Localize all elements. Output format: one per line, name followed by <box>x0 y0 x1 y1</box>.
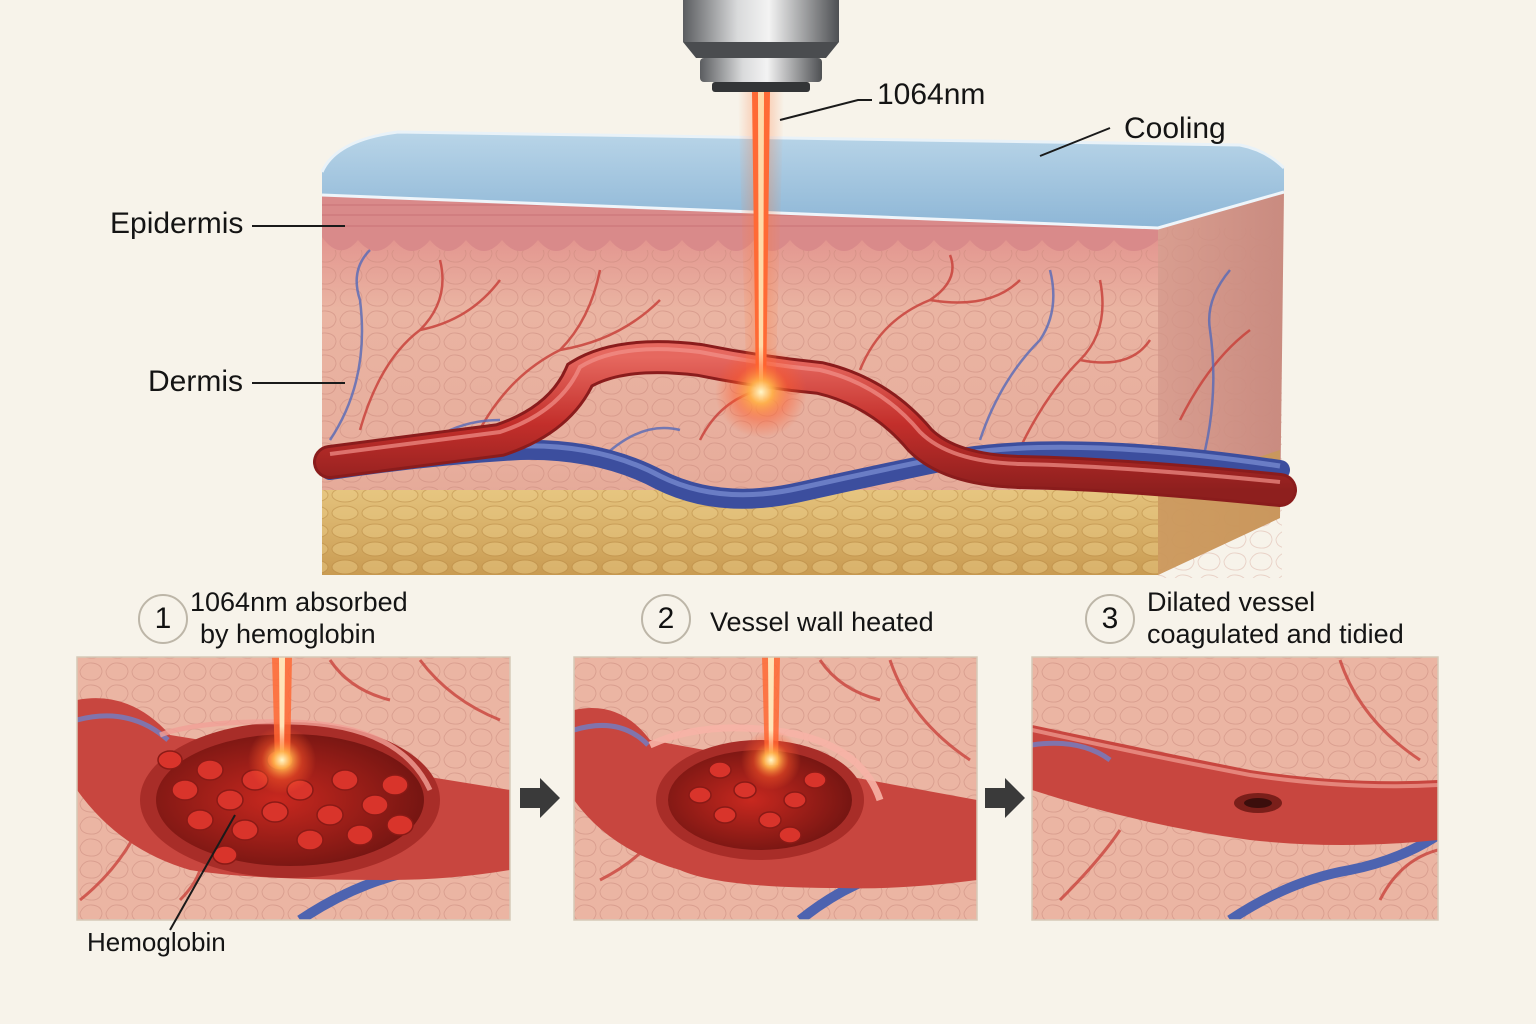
arrow-2-to-3 <box>985 778 1025 818</box>
handpiece-body <box>683 0 839 42</box>
step-1-caption-line2: by hemoglobin <box>200 619 376 649</box>
epidermis-label: Epidermis <box>110 207 244 240</box>
panel-2 <box>574 657 977 920</box>
arrow-1-to-2 <box>520 778 560 818</box>
leader-lines <box>252 99 1111 384</box>
coagulated-vessel <box>1032 725 1438 845</box>
step-3-caption-line1: Dilated vessel <box>1147 587 1316 617</box>
red-blood-cells <box>157 749 414 865</box>
cooling-label: Cooling <box>1124 112 1226 145</box>
step-3-number: 3 <box>1085 594 1135 644</box>
step-arrows <box>520 778 1025 818</box>
laser-handpiece <box>683 0 839 92</box>
hemoglobin-label: Hemoglobin <box>87 927 226 957</box>
step-1-caption-line1: 1064nm absorbed <box>190 587 408 617</box>
laser-beam <box>715 92 807 438</box>
panel-1 <box>77 657 510 920</box>
panel-3 <box>1032 657 1438 920</box>
capillaries <box>358 254 1251 471</box>
dermis-label: Dermis <box>148 365 243 398</box>
step-2-caption-line1: Vessel wall heated <box>710 607 934 637</box>
step-2-number: 2 <box>641 594 691 644</box>
step-1-number: 1 <box>138 594 188 644</box>
step-3-caption-line2: coagulated and tidied <box>1147 619 1404 649</box>
skin-block <box>313 130 1297 578</box>
hemoglobin-leader <box>169 814 236 931</box>
laser-hotspot <box>715 346 807 438</box>
wavelength-label: 1064nm <box>877 78 986 111</box>
